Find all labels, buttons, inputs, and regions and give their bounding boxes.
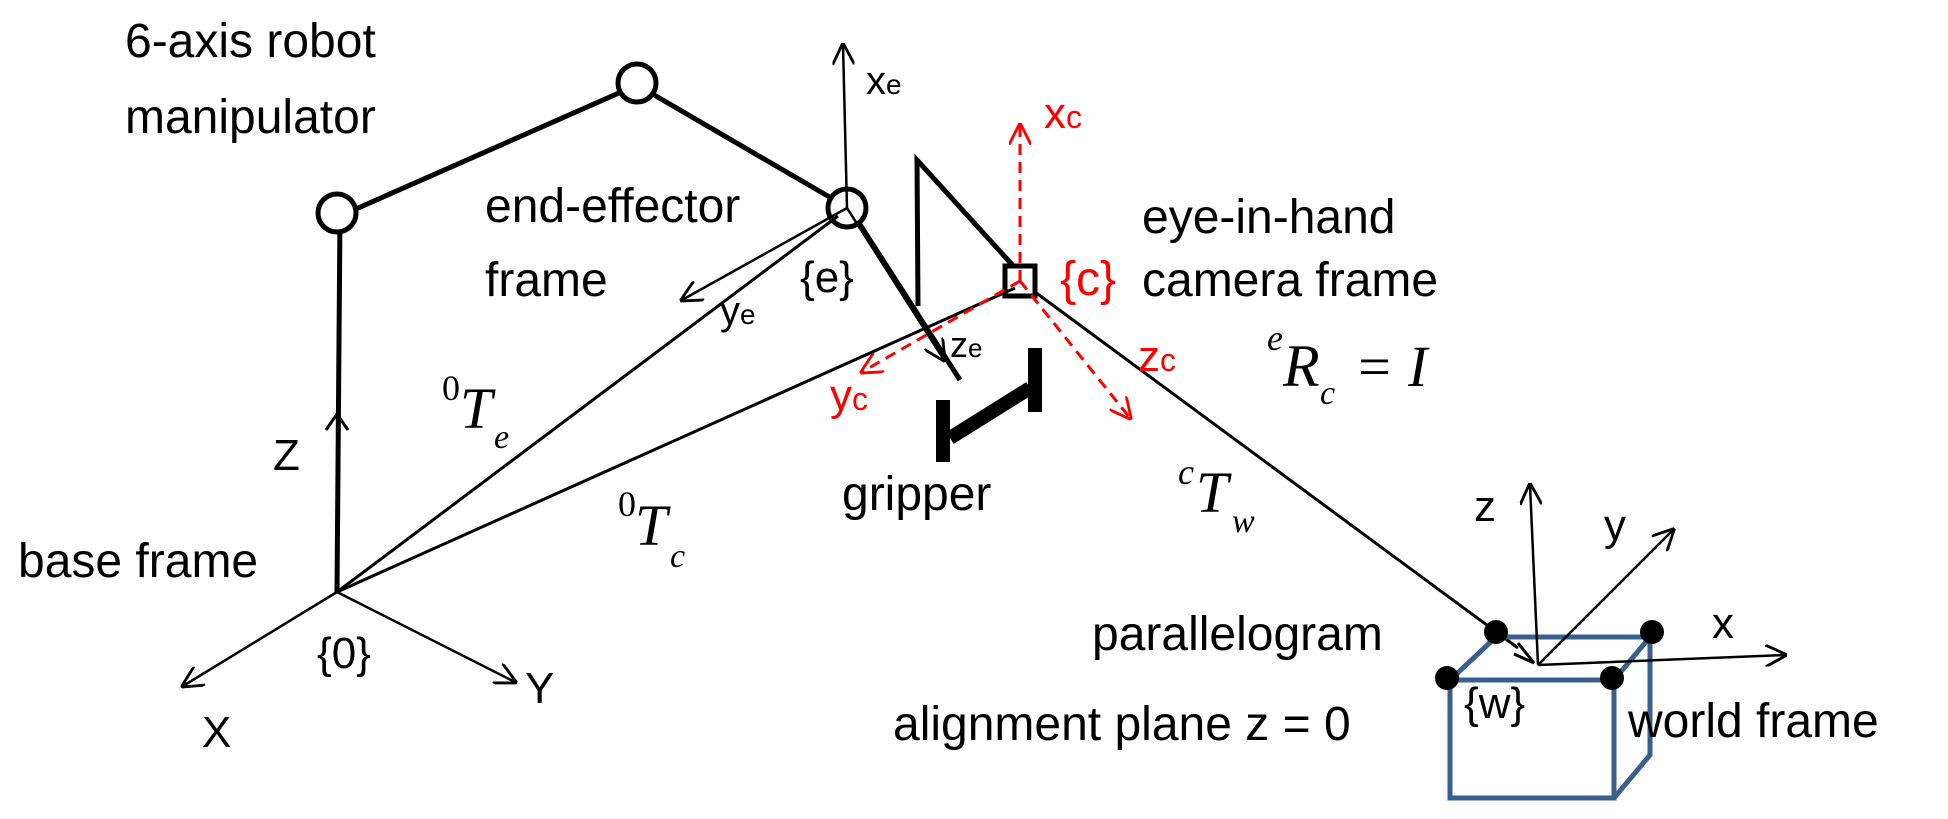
svg-text:e: e [1267,318,1283,358]
world-y-label: y [1604,501,1626,550]
zc-label: zc [1138,332,1176,381]
box-side-face [1612,637,1653,800]
yc-label: yc [830,371,868,420]
world-z-axis [1530,485,1538,666]
end-effector-label-line2: frame [485,254,608,307]
svg-text:T: T [460,376,496,441]
svg-text:c: c [1320,375,1335,412]
svg-text:e: e [494,419,509,456]
world-y-axis [1537,530,1673,666]
ze-label: ze [950,324,982,365]
world-frame-label: world frame [1627,695,1879,748]
base-y-axis [336,590,515,682]
base-frame-label: base frame [18,535,258,588]
xe-label: xe [866,59,902,103]
xc-label: xc [1044,89,1082,138]
corner-dot [1640,620,1664,644]
equation-Tcw: c T w [1178,452,1255,540]
T0c-line [336,286,1016,594]
world-frame-axes [1530,485,1785,665]
box-front-face [1447,677,1617,801]
frame-c-label: {c} [1060,253,1116,306]
camera-label-line1: eye-in-hand [1142,191,1396,244]
svg-text:T: T [635,493,671,558]
svg-text:w: w [1232,503,1255,540]
camera-frame-axes [862,125,1130,418]
T0e-line [336,214,839,594]
alignment-plane-label: alignment plane z = 0 [893,698,1351,751]
svg-text:T: T [1196,460,1232,525]
frame-w-label: {w} [1464,679,1525,728]
svg-text:c: c [1178,452,1194,492]
base-z-arrowhead [324,411,350,431]
frame-0-label: {0} [317,629,371,678]
svg-text:c: c [670,538,685,575]
svg-text:0: 0 [618,484,636,524]
robot-manipulator [315,61,963,593]
base-x-axis [183,590,338,686]
ye-axis [682,206,848,300]
Tcw-line [1034,290,1519,650]
parallelogram-label: parallelogram [1092,608,1383,661]
zc-axis [1018,280,1130,418]
equation-eRc: e R c = I [1267,318,1430,412]
gripper-icon [936,348,1042,462]
base-y-label: Y [525,664,554,713]
box-corner-dots [1435,620,1664,690]
corner-dot [1435,666,1459,690]
equation-T0e: 0 T e [442,368,509,456]
frame-e-label: {e} [800,253,854,302]
world-x-axis [1537,655,1785,665]
svg-text:R: R [1282,333,1320,399]
gripper-label: gripper [842,468,991,521]
joint-1 [315,191,359,235]
ye-label: ye [720,289,756,333]
corner-dot [1484,620,1508,644]
Tcw-arrowhead [1513,642,1536,665]
base-x-label: X [202,708,231,757]
yc-axis [862,279,1021,372]
corner-dot [1600,666,1624,690]
camera-label-line2: camera frame [1142,254,1438,307]
robot-label-line1: 6-axis robot [125,15,376,68]
end-effector-label-line1: end-effector [485,180,740,233]
world-z-label: z [1474,482,1496,531]
transform-lines [336,214,1519,650]
camera-mount [914,153,1029,307]
ze-axis [845,207,944,360]
end-effector-axes [682,45,944,360]
base-frame-axes [183,590,515,686]
base-z-label: Z [273,431,300,480]
world-x-label: x [1712,599,1734,648]
svg-text:= I: = I [1340,334,1430,399]
xe-axis [843,45,847,209]
robot-label-line2: manipulator [125,91,376,144]
joint-2 [615,61,659,105]
svg-text:0: 0 [442,368,460,408]
equation-T0c: 0 T c [618,484,685,575]
